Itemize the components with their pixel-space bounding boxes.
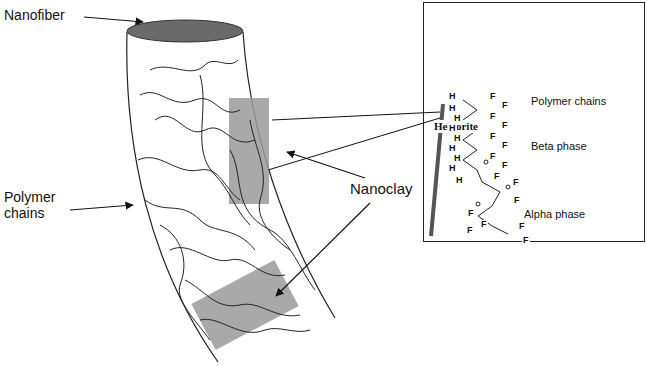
callout-label: Nanofiber bbox=[4, 7, 65, 23]
atom-symbol: H bbox=[453, 114, 462, 123]
atom-symbol: F bbox=[493, 172, 501, 181]
atom-symbol: F bbox=[522, 236, 530, 245]
bond-mark bbox=[506, 185, 510, 189]
atom-symbol: F bbox=[489, 112, 497, 121]
zoom-line bbox=[272, 112, 440, 120]
atom-symbol: F bbox=[501, 121, 509, 130]
atom-symbol: F bbox=[480, 220, 488, 229]
atom-symbol: F bbox=[512, 178, 520, 187]
bond-mark bbox=[484, 160, 488, 164]
part-label: Polymer chains bbox=[531, 95, 606, 108]
leader-arrow bbox=[276, 203, 370, 296]
atom-symbol: F bbox=[501, 161, 509, 170]
atom-symbol: H bbox=[448, 144, 457, 153]
zoom-line bbox=[268, 118, 440, 170]
atom-symbol: H bbox=[455, 176, 464, 185]
atom-symbol: H bbox=[448, 124, 457, 133]
atom-symbol: H bbox=[453, 134, 462, 143]
callout-label: Nanoclay bbox=[350, 180, 413, 197]
atom-symbol: F bbox=[501, 101, 509, 110]
atom-symbol: F bbox=[489, 132, 497, 141]
leader-arrow bbox=[287, 152, 365, 178]
atom-symbol: H bbox=[448, 92, 457, 101]
atom-symbol: F bbox=[489, 92, 497, 101]
fiber-end bbox=[127, 20, 243, 42]
leader-arrow bbox=[84, 17, 143, 22]
phase-label: Beta phase bbox=[531, 140, 587, 153]
atom-symbol: H bbox=[448, 164, 457, 173]
callout-label: Polymer chains bbox=[4, 189, 66, 221]
atom-symbol: F bbox=[513, 196, 521, 205]
atom-symbol: H bbox=[453, 154, 462, 163]
atom-symbol: F bbox=[467, 209, 475, 218]
atom-symbol: H bbox=[448, 104, 457, 113]
atom-symbol: F bbox=[466, 226, 474, 235]
phase-label: Alpha phase bbox=[524, 208, 585, 221]
atom-symbol: F bbox=[518, 222, 526, 231]
leader-arrow bbox=[70, 205, 133, 210]
atom-symbol: F bbox=[489, 152, 497, 161]
bond-mark bbox=[476, 202, 480, 206]
polymer-chains bbox=[138, 60, 315, 340]
atom-symbol: F bbox=[501, 141, 509, 150]
